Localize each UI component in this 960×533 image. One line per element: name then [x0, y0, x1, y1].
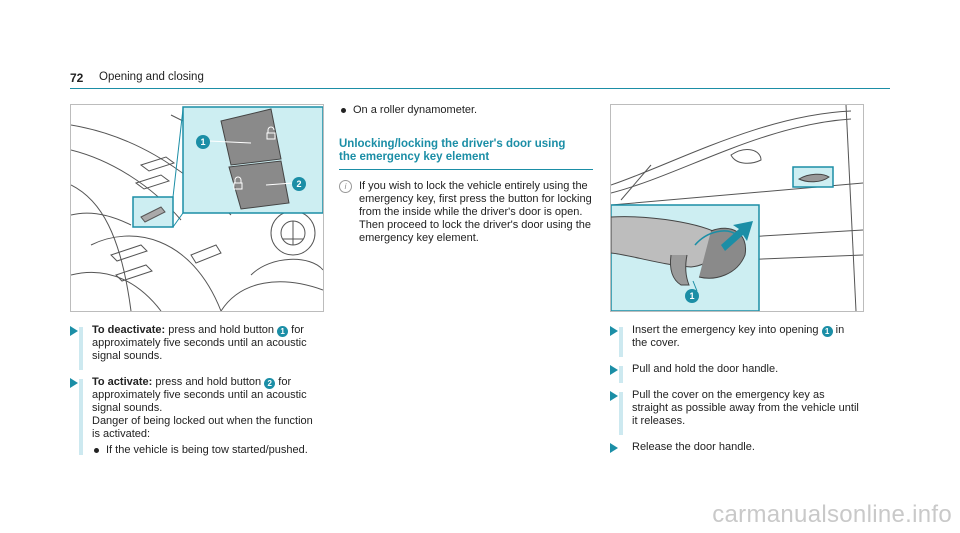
step-text: press and hold button: [152, 376, 265, 388]
door-lock-buttons-illustration: 1 2: [70, 104, 324, 312]
bullet-dot: [341, 108, 346, 113]
step-arrow-icon: [70, 326, 78, 336]
step-pull-handle: Pull and hold the door handle.: [610, 363, 860, 383]
note-text: Danger of being locked out when the func…: [92, 415, 313, 440]
middle-column: On a roller dynamometer. Unlocking/locki…: [339, 104, 593, 245]
step-arrow-icon: [610, 391, 618, 401]
step-label: To deactivate:: [92, 324, 166, 336]
bullet-text: On a roller dynamometer.: [353, 104, 478, 116]
step-bar: [79, 327, 83, 370]
heading-line: the emergency key element: [339, 151, 490, 163]
step-text: press and hold button: [165, 324, 278, 336]
step-text: Insert the emergency key into opening: [632, 324, 822, 336]
right-column: Insert the emergency key into opening 1 …: [610, 324, 860, 467]
step-deactivate: To deactivate: press and hold button 1 f…: [70, 324, 322, 370]
callout-2: 2: [264, 378, 276, 389]
step-bar: [79, 379, 83, 455]
list-item: On a roller dynamometer.: [339, 104, 593, 117]
section-heading: Unlocking/locking the driver's door usin…: [339, 138, 593, 170]
callout-1: 1: [821, 326, 833, 337]
info-icon: i: [339, 180, 352, 193]
door-handle-illustration: 1: [610, 104, 864, 312]
heading-line: Unlocking/locking the driver's door usin…: [339, 138, 566, 150]
callout-1: 1: [685, 289, 699, 303]
door-panel-drawing: [71, 106, 323, 311]
bullet-text: If the vehicle is being tow started/push…: [106, 444, 308, 456]
step-bar: [619, 366, 623, 383]
step-text: Pull and hold the door handle.: [632, 363, 779, 375]
step-pull-cover: Pull the cover on the emergency key as s…: [610, 389, 860, 435]
step-text: for approximately five seconds until an …: [92, 324, 307, 362]
step-arrow-icon: [610, 326, 618, 336]
step-text: for approximately five seconds until an …: [92, 376, 307, 414]
watermark: carmanualsonline.info: [712, 501, 952, 528]
step-text: in the cover.: [632, 324, 845, 349]
page-number: 72: [70, 71, 84, 85]
step-bar: [619, 327, 623, 357]
step-label: To activate:: [92, 376, 153, 388]
step-activate: To activate: press and hold button 2 for…: [70, 376, 322, 455]
page-header: 72 Opening and closing: [70, 66, 890, 89]
callout-1: 1: [277, 326, 289, 337]
step-arrow-icon: [70, 378, 78, 388]
bullet-dot: [94, 448, 99, 453]
step-bar: [619, 392, 623, 435]
car-door-drawing: [611, 105, 863, 311]
info-note: i If you wish to lock the vehicle entire…: [339, 180, 593, 245]
callout-1: 1: [196, 135, 210, 149]
warning-note: Danger of being locked out when the func…: [70, 415, 322, 457]
left-column: To deactivate: press and hold button 1 f…: [70, 324, 322, 457]
step-text: Release the door handle.: [632, 441, 755, 453]
step-arrow-icon: [610, 443, 618, 453]
step-text: Pull the cover on the emergency key as s…: [632, 389, 859, 427]
callout-2: 2: [292, 177, 306, 191]
step-release-handle: Release the door handle.: [610, 441, 860, 454]
list-item: If the vehicle is being tow started/push…: [92, 444, 322, 457]
step-arrow-icon: [610, 365, 618, 375]
info-text: If you wish to lock the vehicle entirely…: [359, 180, 592, 244]
section-title: Opening and closing: [99, 71, 204, 83]
step-insert-key: Insert the emergency key into opening 1 …: [610, 324, 860, 357]
